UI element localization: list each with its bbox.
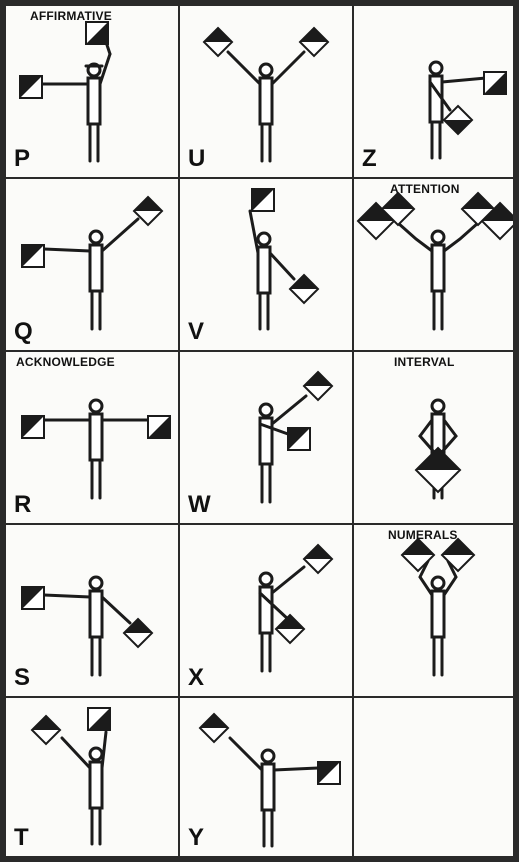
flag-icon [358, 193, 414, 239]
grid-border-left [0, 0, 6, 862]
flag-icon [22, 587, 44, 609]
signal-letter: T [14, 826, 29, 850]
signal-cell-u: U [180, 6, 352, 177]
signal-cell-w: W [180, 352, 352, 523]
signaller-figure [6, 525, 178, 696]
flag-icon [304, 545, 332, 573]
flag-icon [484, 72, 506, 94]
flag-icon [318, 762, 340, 784]
signal-cell-z: Z [354, 6, 519, 177]
grid-divider [0, 350, 519, 352]
flag-icon [86, 22, 108, 44]
signal-cell-s: S [6, 525, 178, 696]
flag-icon [20, 76, 42, 98]
flag-icon [288, 428, 310, 450]
grid-divider [0, 696, 519, 698]
signaller-figure [180, 525, 352, 696]
signal-caption: AFFIRMATIVE [30, 10, 112, 22]
signal-letter: Z [362, 147, 377, 171]
grid-border-bottom [0, 856, 519, 862]
flag-icon [88, 708, 110, 730]
signal-letter: X [188, 666, 204, 690]
flag-icon [148, 416, 170, 438]
flag-icon [276, 615, 304, 643]
signal-cell-q: Q [6, 179, 178, 350]
flag-icon [444, 106, 472, 134]
flag-icon [402, 539, 434, 571]
flag-icon [252, 189, 274, 211]
flag-icon [200, 714, 228, 742]
signal-cell-interval: INTERVAL [354, 352, 519, 523]
signaller-figure [6, 352, 178, 523]
grid-border-right [513, 0, 519, 862]
signal-cell-v: V [180, 179, 352, 350]
signaller-figure [354, 179, 519, 350]
flag-icon [304, 372, 332, 400]
signaller-figure [180, 698, 352, 856]
grid-divider [352, 0, 354, 862]
signal-caption: ACKNOWLEDGE [16, 356, 115, 368]
flag-icon [32, 716, 60, 744]
signaller-figure [6, 698, 178, 856]
flag-icon [442, 539, 474, 571]
signal-letter: P [14, 147, 30, 171]
signal-letter: Q [14, 320, 33, 344]
signaller-figure [6, 6, 178, 177]
flag-icon [22, 245, 44, 267]
signal-letter: R [14, 493, 31, 517]
flag-icon [22, 416, 44, 438]
signal-cell-r: ACKNOWLEDGE R [6, 352, 178, 523]
signal-cell-t: T [6, 698, 178, 856]
signal-letter: W [188, 493, 211, 517]
signaller-figure [354, 525, 519, 696]
signal-cell-empty [354, 698, 519, 856]
flag-icon [462, 193, 518, 239]
signaller-figure [180, 179, 352, 350]
signal-caption: NUMERALS [388, 529, 458, 541]
signal-cell-x: X [180, 525, 352, 696]
signal-letter: S [14, 666, 30, 690]
signal-letter: U [188, 147, 205, 171]
signaller-figure [354, 352, 519, 523]
grid-divider [0, 177, 519, 179]
grid-divider [0, 523, 519, 525]
grid-border-top [0, 0, 519, 6]
signal-letter: Y [188, 826, 204, 850]
signal-cell-attention: ATTENTION [354, 179, 519, 350]
signaller-figure [354, 6, 519, 177]
flag-icon [416, 448, 460, 492]
signal-cell-numerals: NUMERALS [354, 525, 519, 696]
signal-caption: ATTENTION [390, 183, 460, 195]
signal-cell-y: Y [180, 698, 352, 856]
signal-letter: V [188, 320, 204, 344]
signal-caption: INTERVAL [394, 356, 455, 368]
signal-cell-p: AFFIRMATIVE P [6, 6, 178, 177]
grid-divider [178, 0, 180, 862]
signaller-figure [180, 6, 352, 177]
